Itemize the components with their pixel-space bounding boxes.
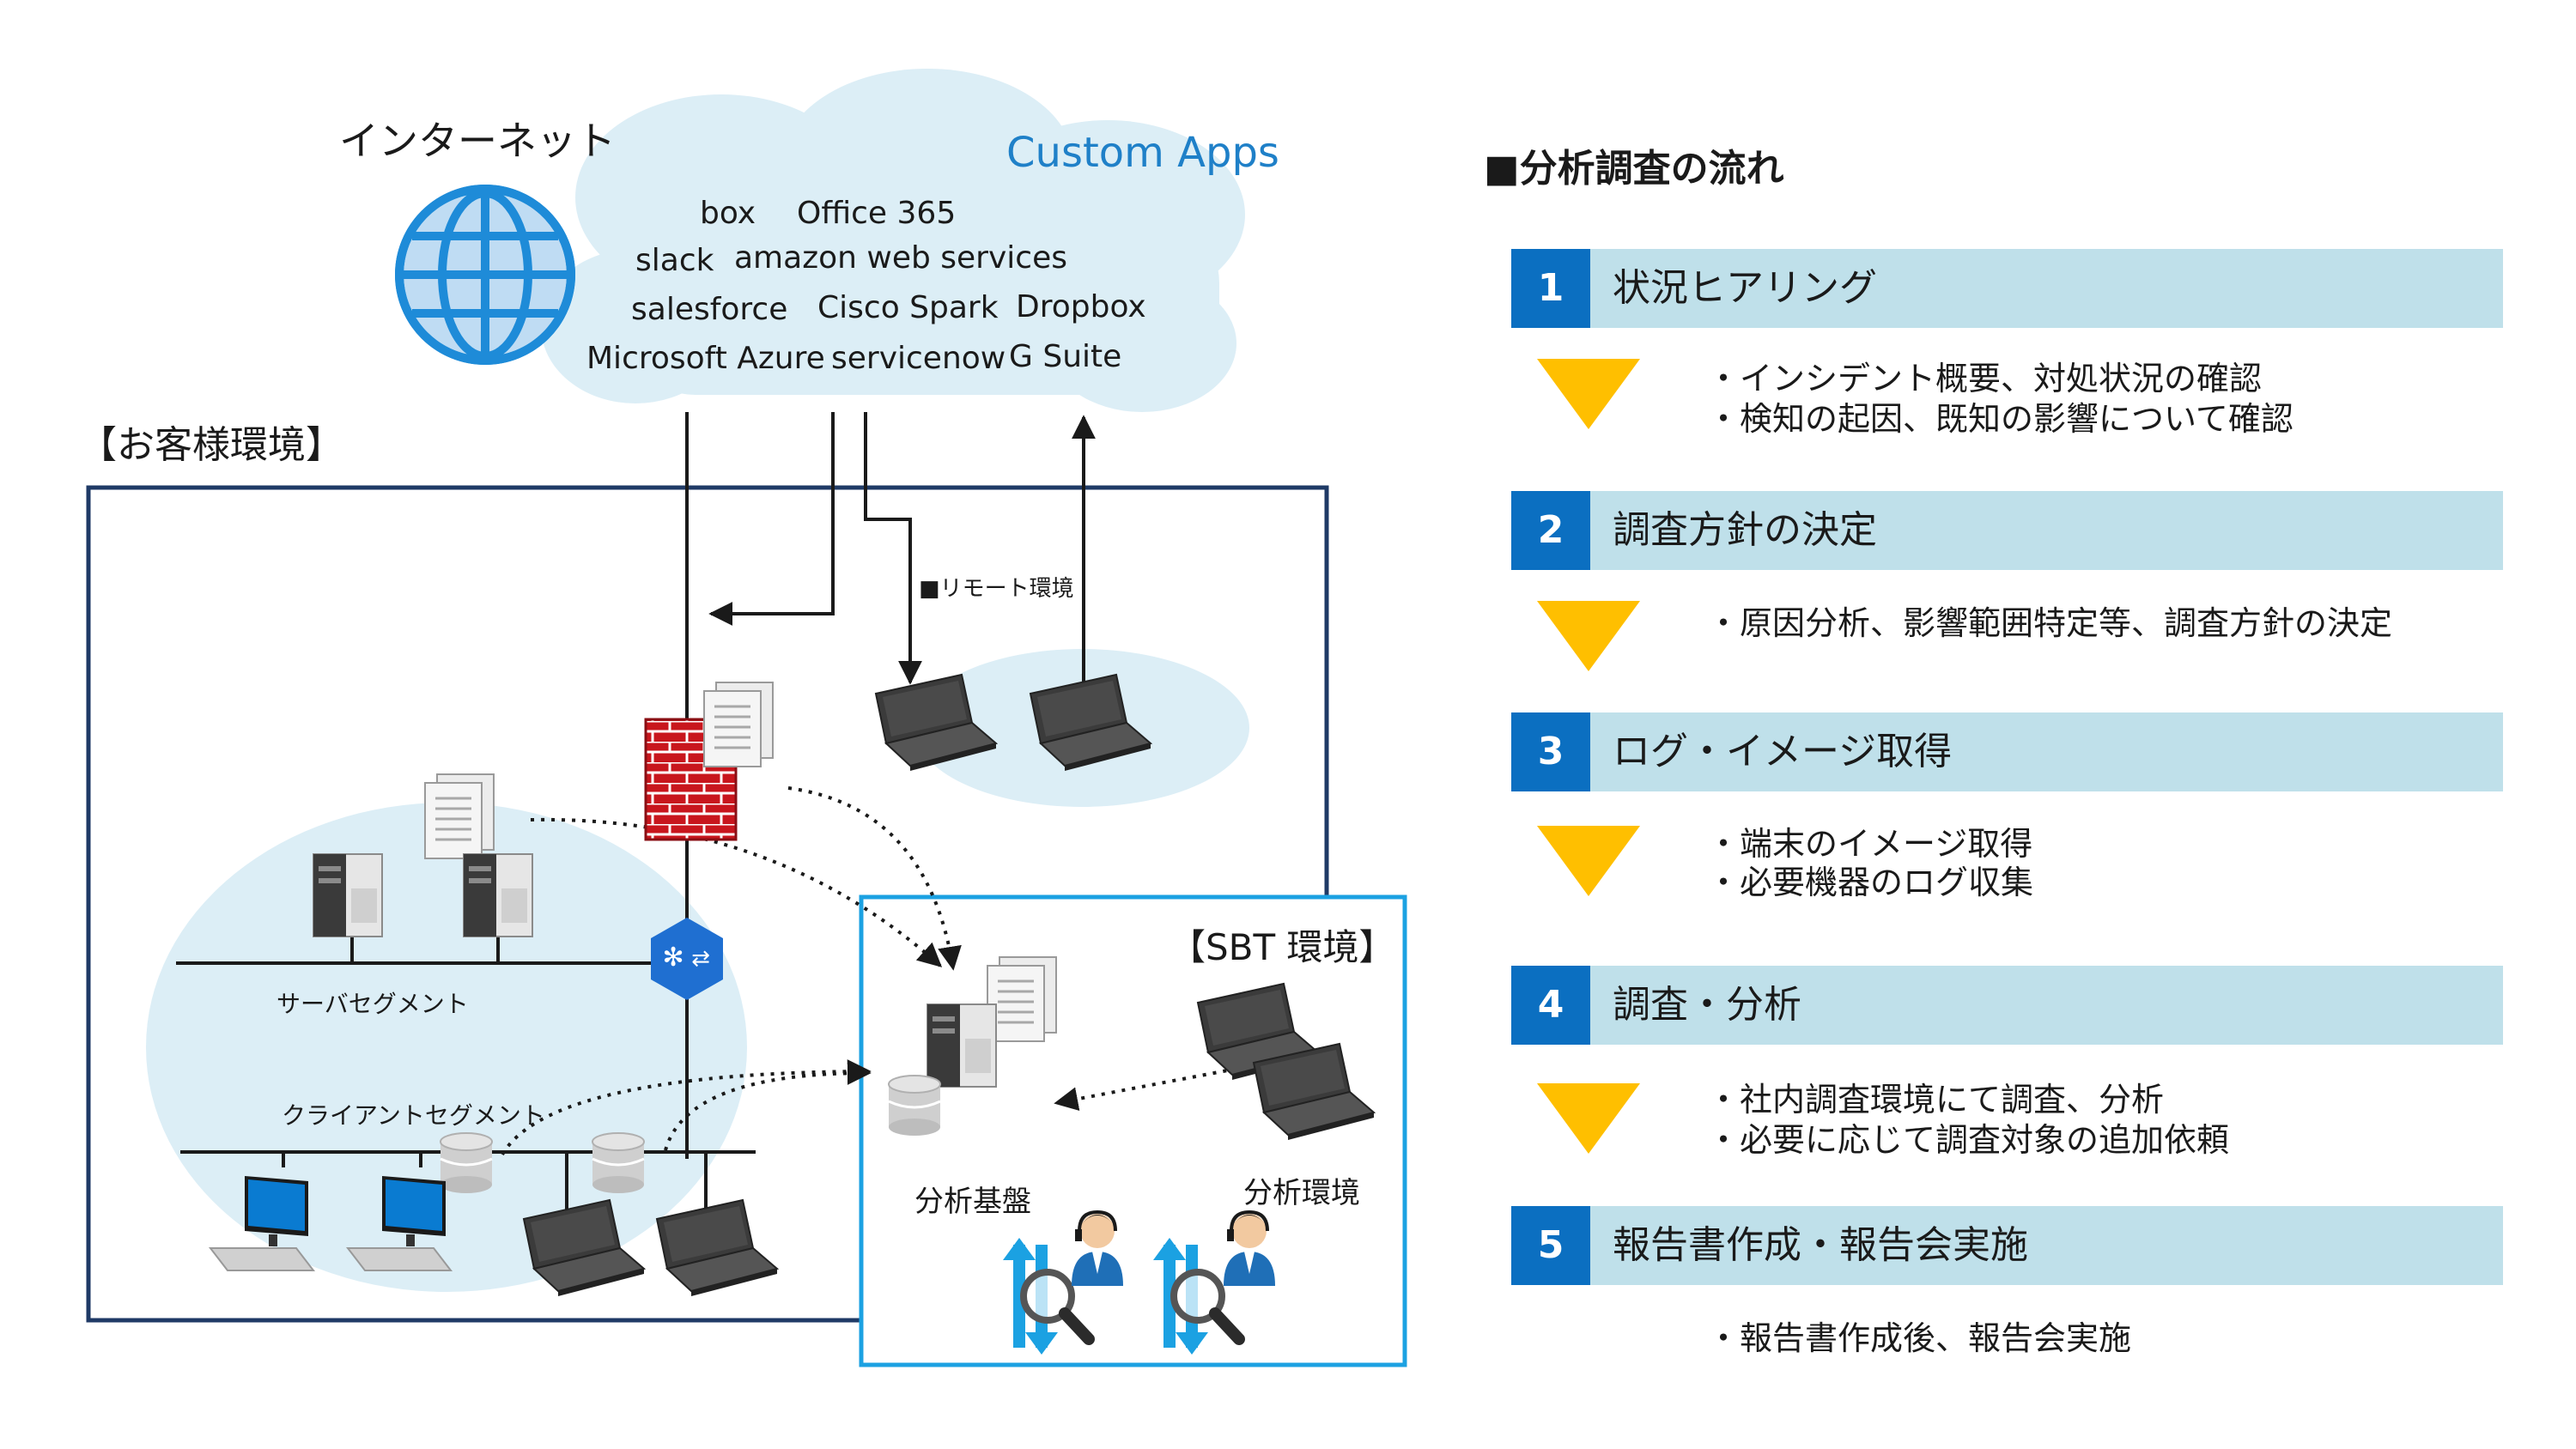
client-laptop-icon — [656, 1199, 778, 1297]
step-number: 5 — [1511, 1206, 1590, 1285]
cloud-app-office365: Office 365 — [797, 196, 957, 231]
analysis-server-icon — [927, 1003, 997, 1088]
analysis-db-icon — [887, 1074, 942, 1137]
step-bullet: ・インシデント概要、対処状況の確認 — [1707, 360, 2263, 397]
step-label: 報告書作成・報告会実施 — [1613, 1223, 2028, 1267]
cloud-app-slack: slack — [635, 243, 714, 278]
down-arrow-icon — [1537, 1083, 1640, 1154]
step-number: 2 — [1511, 491, 1590, 570]
step-bullet: ・検知の起因、既知の影響について確認 — [1707, 400, 2293, 438]
cloud-app-cisco-spark: Cisco Spark — [817, 290, 999, 325]
step-label: 調査・分析 — [1613, 983, 1801, 1027]
flow-step-3: 3 ログ・イメージ取得 — [1511, 712, 2503, 791]
step-bullet: ・端末のイメージ取得 — [1707, 825, 2033, 863]
cloud-shape — [541, 69, 1245, 412]
flow-step-5: 5 報告書作成・報告会実施 — [1511, 1206, 2503, 1285]
analysis-log-icon — [986, 955, 1058, 1043]
cloud-app-servicenow: servicenow — [831, 341, 1006, 376]
dotted-firewall-to-analysis — [787, 786, 962, 971]
dotted-db2-to-analysis — [664, 1061, 872, 1151]
firewall-log-icon — [702, 681, 775, 768]
step-label: 調査方針の決定 — [1613, 508, 1877, 552]
dotted-db1-to-analysis — [501, 1059, 872, 1156]
down-arrow-icon — [1537, 601, 1640, 671]
flow-step-1: 1 状況ヒアリング — [1511, 249, 2503, 328]
step-bullet: ・社内調査環境にて調査、分析 — [1707, 1081, 2165, 1119]
server-icon — [313, 853, 383, 937]
internet-label: インターネット — [339, 118, 616, 164]
cloud-app-azure: Microsoft Azure — [586, 341, 825, 376]
remote-env-label: ■リモート環境 — [919, 576, 1074, 602]
svg-text:✻: ✻ — [662, 943, 683, 973]
step-bullet: ・報告書作成後、報告会実施 — [1707, 1319, 2132, 1357]
cloud-app-box: box — [700, 196, 756, 231]
internet-globe-icon — [395, 185, 575, 365]
cloud-to-remote-arrow — [864, 412, 922, 685]
step-number: 4 — [1511, 966, 1590, 1045]
switch-icon: ✻ ⇄ — [651, 918, 723, 1000]
analysis-platform-label: 分析基盤 — [914, 1185, 1031, 1219]
server-icon — [463, 853, 533, 937]
step-bullet: ・原因分析、影響範囲特定等、調査方針の決定 — [1707, 604, 2393, 642]
step-label: 状況ヒアリング — [1613, 266, 1877, 310]
flow-title: ■分析調査の流れ — [1484, 147, 1784, 191]
cloud-app-salesforce: salesforce — [631, 292, 788, 327]
server-log-icon — [423, 773, 495, 860]
client-segment-label: クライアントセグメント — [282, 1101, 545, 1130]
analysis-env-label: 分析環境 — [1243, 1176, 1360, 1210]
cloud-title: Custom Apps — [1006, 129, 1279, 177]
step-label: ログ・イメージ取得 — [1613, 730, 1953, 773]
step-bullet: ・必要機器のログ収集 — [1707, 864, 2034, 901]
client-log-db-icon — [591, 1131, 646, 1195]
client-log-db-icon — [439, 1131, 494, 1195]
server-segment-label: サーバセグメント — [276, 990, 469, 1018]
cloud-app-gsuite: G Suite — [1009, 339, 1122, 374]
sbt-env-label: 【SBT 環境】 — [1170, 926, 1395, 968]
step-number: 1 — [1511, 249, 1590, 328]
svg-text:⇄: ⇄ — [691, 946, 710, 972]
step-number: 3 — [1511, 712, 1590, 791]
flow-step-2: 2 調査方針の決定 — [1511, 491, 2503, 570]
cloud-to-customer-arrow — [708, 412, 835, 626]
step-bullet: ・必要に応じて調査対象の追加依頼 — [1707, 1121, 2230, 1159]
customer-env-label: 【お客様環境】 — [79, 423, 343, 467]
down-arrow-icon — [1537, 826, 1640, 896]
cloud-app-aws: amazon web services — [734, 240, 1067, 276]
down-arrow-icon — [1537, 359, 1640, 429]
flow-step-4: 4 調査・分析 — [1511, 966, 2503, 1045]
cloud-app-dropbox: Dropbox — [1016, 289, 1146, 324]
dotted-server-to-analysis — [530, 817, 943, 967]
